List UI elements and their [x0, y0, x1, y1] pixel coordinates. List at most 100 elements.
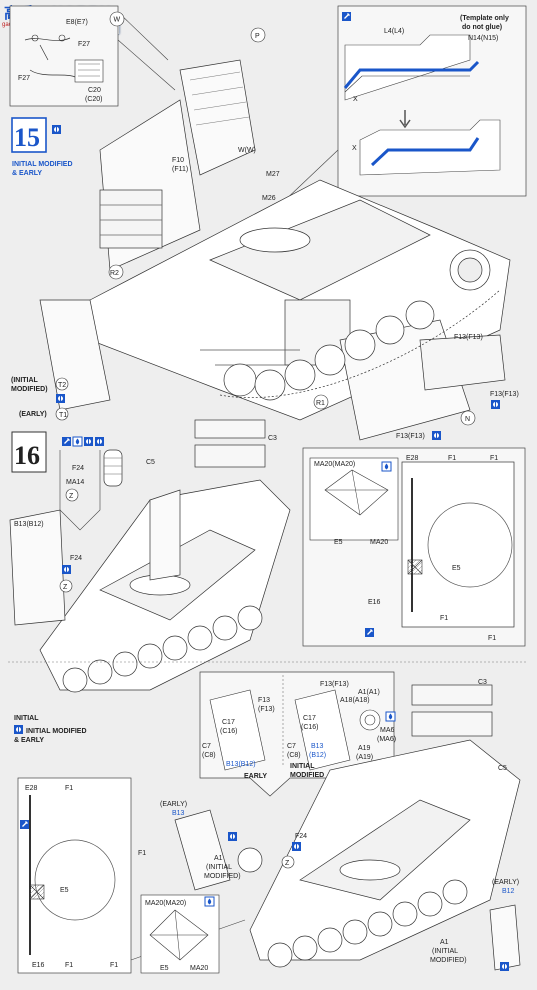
step15-badge: 15: [11, 117, 62, 153]
two-sided-icon: [83, 436, 94, 447]
step15-number: 15: [14, 123, 40, 152]
part-ma14: MA14: [66, 479, 84, 486]
cement-icon: [19, 819, 30, 830]
part-f11: (F11): [172, 166, 188, 173]
part-c20-paren: (C20): [85, 96, 103, 103]
early-c7: C7: [202, 743, 211, 750]
im-b13: B13: [311, 743, 324, 750]
bottom-f1-a: F1: [65, 785, 73, 792]
step16-number: 16: [14, 441, 40, 470]
part-f1-c: F1: [440, 615, 448, 622]
two-sided-icon: [51, 124, 62, 135]
part-f1-d: F1: [488, 635, 496, 642]
im-c17: C17: [303, 715, 316, 722]
bottom-e28: E28: [25, 785, 38, 792]
part-l4: L4(L4): [384, 28, 404, 35]
part-ma20-ma20: MA20(MA20): [314, 461, 355, 468]
variant-im-line2: MODIFIED: [290, 772, 324, 779]
early-c17: C17: [222, 719, 235, 726]
bottom-early-b13-l1: (EARLY): [160, 801, 187, 808]
part-t1: T1: [59, 412, 67, 419]
part-e5-a: E5: [334, 539, 343, 546]
two-sided-icon: [94, 436, 105, 447]
im-a18: A18(A18): [340, 697, 370, 704]
bottom-early-b12-l1: (EARLY): [492, 879, 519, 886]
bottom-e5-b: E5: [160, 965, 169, 972]
early-f13: F13: [258, 697, 270, 704]
legend-initial-modified-l1: (INITIAL: [11, 377, 39, 384]
template-part: N14(N15): [468, 35, 498, 42]
bottom-ma20: MA20(MA20): [145, 900, 186, 907]
part-f24-b: F24: [70, 555, 82, 562]
paint-icon: [385, 711, 396, 722]
early-f13-paren: (F13): [258, 706, 275, 713]
part-m26: M26: [262, 195, 276, 202]
part-m27: M27: [266, 171, 280, 178]
part-e5-b: E5: [452, 565, 461, 572]
bottom-c5: C5: [498, 765, 507, 772]
template-note-2: do not glue): [462, 24, 502, 31]
paint-icon: [72, 436, 83, 447]
part-w-w: W(W): [238, 147, 256, 154]
part-c20: C20: [88, 87, 101, 94]
part-r1: R1: [316, 400, 325, 407]
part-x-1: X: [353, 96, 358, 103]
two-sided-icon: [61, 564, 72, 575]
bottom-ma20-b: MA20: [190, 965, 208, 972]
im-a19: A19: [358, 745, 371, 752]
bottom-f1-c: F1: [65, 962, 73, 969]
two-sided-icon: [55, 393, 66, 404]
paint-icon: [204, 896, 215, 907]
part-f27-b: F27: [18, 75, 30, 82]
variant-early: EARLY: [244, 773, 267, 780]
bottom-c3: C3: [478, 679, 487, 686]
bottom-early-b12-l2: B12: [502, 888, 515, 895]
two-sided-icon: [13, 724, 24, 735]
two-sided-icon: [291, 841, 302, 852]
part-n: N: [465, 416, 470, 423]
part-c5: C5: [146, 459, 155, 466]
im-a1: A1(A1): [358, 689, 380, 696]
bottom-f1-b: F1: [138, 850, 146, 857]
cement-icon: [341, 11, 352, 22]
part-x-2: X: [352, 145, 357, 152]
im-ma6: MA6: [380, 727, 395, 734]
part-b13-b12: B13(B12): [14, 521, 44, 528]
early-c8: (C8): [202, 752, 216, 759]
bottom-f24: F24: [295, 833, 307, 840]
template-callout: [279, 5, 527, 206]
part-f27-a: F27: [78, 41, 90, 48]
part-ma20-b: MA20: [370, 539, 388, 546]
early-b13: B13(B12): [226, 761, 256, 768]
part-z-b: Z: [63, 584, 68, 591]
paint-icon: [381, 461, 392, 472]
step15-note-line1: INITIAL MODIFIED: [12, 161, 73, 168]
template-note-1: (Template only: [460, 15, 509, 22]
bottom-vehicle: [174, 684, 521, 971]
two-sided-icon: [499, 961, 510, 972]
interior-callout: [302, 447, 526, 647]
im-c8: (C8): [287, 752, 301, 759]
part-f13-c: F13(F13): [396, 433, 425, 440]
variant-initial: INITIAL: [14, 715, 39, 722]
bottom-a1-right-l3: MODIFIED): [430, 957, 467, 964]
early-c16: (C16): [220, 728, 238, 735]
part-e16: E16: [368, 599, 381, 606]
im-c16: (C16): [301, 724, 319, 731]
legend-early: (EARLY): [19, 411, 47, 418]
part-p: P: [255, 33, 260, 40]
legend-initial-modified-l2: MODIFIED): [11, 386, 48, 393]
variant-ime-line2: & EARLY: [14, 737, 44, 744]
im-c7: C7: [287, 743, 296, 750]
part-e8: E8(E7): [66, 19, 88, 26]
part-c3: C3: [268, 435, 277, 442]
bottom-a1-left-l2: (INITIAL: [206, 864, 232, 871]
bottom-interior-callout: [17, 777, 246, 974]
step15-note-line2: & EARLY: [12, 170, 42, 177]
bottom-f1-d: F1: [110, 962, 118, 969]
bottom-z: Z: [285, 860, 290, 867]
variant-ime-line1: INITIAL MODIFIED: [26, 728, 87, 735]
part-e28: E28: [406, 455, 419, 462]
cement-icon: [61, 436, 72, 447]
